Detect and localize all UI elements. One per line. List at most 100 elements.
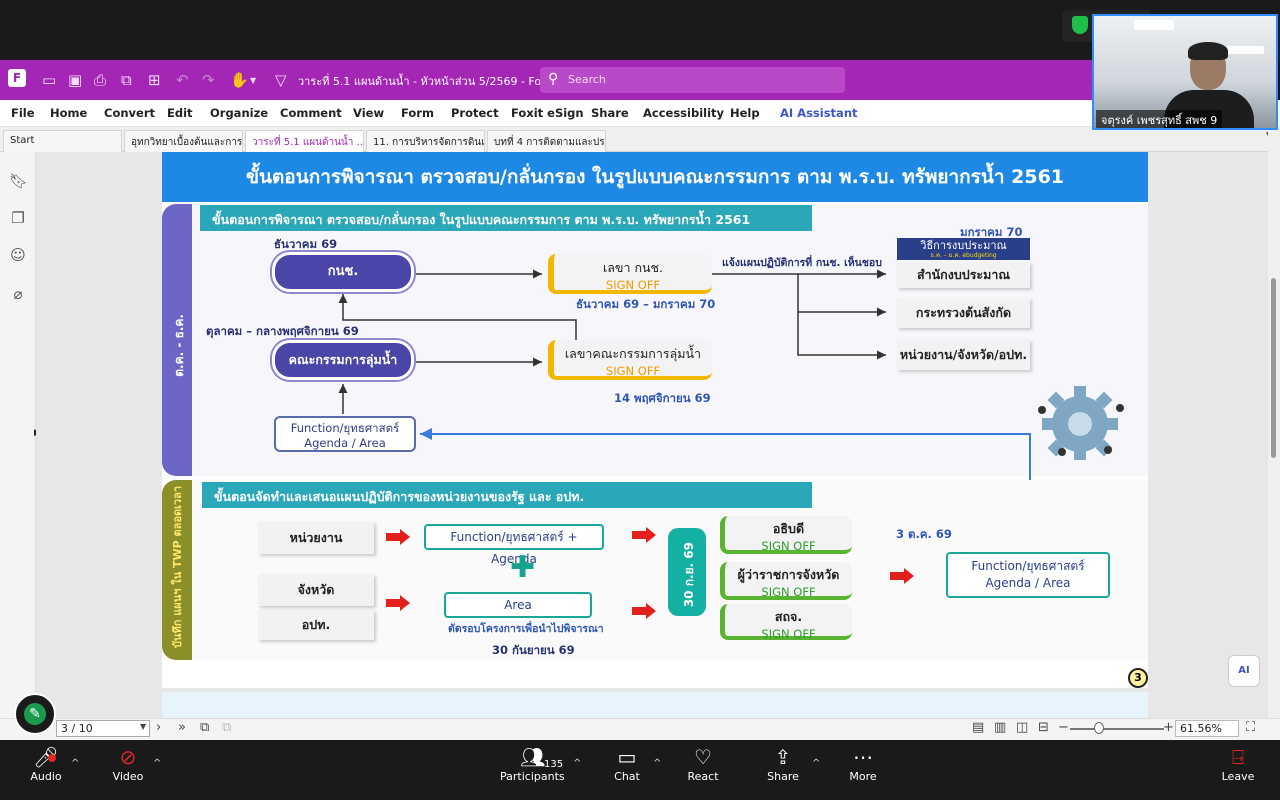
red-arrow-icon [890,568,914,584]
next-page-icon[interactable]: › [156,720,162,735]
menu-organize[interactable]: Organize [210,106,269,120]
menu-file[interactable]: File [11,106,35,120]
extract-page-icon[interactable]: ⧉ [222,720,232,735]
area-box: Area [444,592,592,618]
hand-tool-icon[interactable]: ✋ [230,71,249,89]
open-folder-icon[interactable]: ▭ [42,71,57,89]
basin-secretary-label: เลขาคณะกรรมการลุ่มน้ำ [564,346,702,361]
menu-edit[interactable]: Edit [167,106,193,120]
participant-hair [1188,42,1228,60]
comments-icon[interactable]: ☺ [10,246,26,264]
nwc-committee-pill: กนช. [272,252,414,292]
director-general-box: อธิบดี SIGN OFF [720,516,852,554]
deadline-date: 30 ก.ย. 69 [682,542,696,608]
zoom-level-input[interactable]: 61.56% [1175,720,1239,737]
filter-icon[interactable]: ▽ [275,71,287,89]
react-button[interactable]: ♡ React [684,744,722,783]
tab-start[interactable]: Start [3,130,122,152]
leave-button[interactable]: ⍈ Leave [1220,744,1256,783]
foxit-logo-icon[interactable]: F [8,69,26,87]
more-label: More [849,770,877,783]
last-page-icon[interactable]: » [178,720,186,735]
budget-method-title: วิธีการงบประมาณ [920,239,1007,252]
continuous-facing-icon[interactable]: ⊟ [1038,720,1049,735]
share-caret-icon[interactable]: ^ [812,758,821,769]
tab-water-plan[interactable]: วาระที่ 5.1 แผนด้านน้ำ ... [245,130,364,152]
section2-side-label: บันทึก แผนฯ ใน TWP ตลอดเวลา [171,486,184,649]
menu-ai-assistant[interactable]: AI Assistant [780,106,858,120]
final-box-line1: Function/ยุทธศาสตร์ [971,559,1085,573]
audio-options-caret-icon[interactable]: ^ [71,758,80,769]
menu-help[interactable]: Help [730,106,760,120]
export-icon[interactable]: ⧉ [121,71,132,89]
video-options-caret-icon[interactable]: ^ [153,758,162,769]
chat-caret-icon[interactable]: ^ [653,758,662,769]
tab-hydrology[interactable]: อุทกวิทยาเบื้องต้นและการวิเ... [124,130,243,152]
participant-video-tile[interactable]: จตุรงค์ เพชรสุทธิ์ สพช 9 [1092,14,1278,130]
menu-protect[interactable]: Protect [451,106,499,120]
red-arrow-icon [632,527,656,543]
tab-soil-management[interactable]: 11. การบริหารจัดการดินแล... [366,130,485,152]
menu-home[interactable]: Home [50,106,88,120]
menu-comment[interactable]: Comment [280,106,342,120]
annotation-pen-button[interactable]: ✎ [14,693,56,735]
search-placeholder: Search [568,73,606,86]
slide-page-number: 3 [1128,668,1148,688]
ai-assistant-button[interactable]: AI [1228,655,1260,687]
area-note: ตัดรอบโครงการเพื่อนำไปพิจารณา [448,623,604,635]
date-january: มกราคม 70 [960,225,1023,239]
search-box[interactable]: ⚲ Search [540,67,845,93]
copy-page-icon[interactable]: ⧉ [200,720,210,735]
attachment-icon[interactable]: ⌀ [13,285,23,303]
audio-button[interactable]: 🎤︎ Audio [28,744,64,783]
menu-form[interactable]: Form [401,106,434,120]
bookmark-icon[interactable]: 🔖︎ [9,172,29,190]
page-dropdown-icon[interactable]: ▼ [140,722,147,731]
zoom-out-icon[interactable]: − [1058,720,1069,735]
video-button[interactable]: ⊘ Video [110,744,146,783]
more-icon: ⋯ [853,745,873,769]
zoom-in-icon[interactable]: + [1163,720,1174,735]
scrollbar-thumb[interactable] [1271,278,1276,458]
section1-side-bar: ต.ค. - ธ.ค. [162,204,192,476]
new-page-icon[interactable]: ⊞ [148,71,161,89]
audio-label: Audio [30,770,62,783]
plus-icon: ✚ [510,550,536,585]
menu-share[interactable]: Share [591,106,629,120]
single-page-icon[interactable]: ▤ [972,720,985,735]
zoom-slider-thumb[interactable] [1094,722,1104,734]
vertical-scrollbar[interactable] [1268,128,1280,718]
leave-label: Leave [1221,770,1255,783]
ceiling-light [1224,46,1264,54]
leave-door-icon: ⍈ [1232,745,1244,769]
page-number-input[interactable]: 3 / 10 [56,720,150,737]
share-button[interactable]: ⇪ Share [764,744,802,783]
nwc-secretary-signoff: SIGN OFF [605,278,661,292]
red-arrow-icon [632,603,656,619]
facing-page-icon[interactable]: ◫ [1016,720,1029,735]
undo-icon[interactable]: ↶ [176,71,189,89]
participants-caret-icon[interactable]: ^ [573,758,582,769]
foxit-title-bar: F ▭ ▣ ⎙ ⧉ ⊞ ↶ ↷ ✋ ▼ ▽ วาระที่ 5.1 แผนด้า… [0,60,1092,100]
participants-button[interactable]: 👥︎ Participants [500,744,565,783]
tab-chapter4[interactable]: บทที่ 4 การติดตามและประ... [487,130,606,152]
menu-foxit-esign[interactable]: Foxit eSign [511,106,584,120]
zoom-slider[interactable] [1070,728,1164,730]
pdf-page: ขั้นตอนการพิจารณา ตรวจสอบ/กลั่นกรอง ในรู… [162,152,1148,688]
more-button[interactable]: ⋯ More [846,744,880,783]
print-icon[interactable]: ⎙ [94,71,107,89]
chat-button[interactable]: ▭ Chat [610,744,644,783]
pdf-status-bar [0,718,1280,740]
menu-convert[interactable]: Convert [104,106,155,120]
pages-icon[interactable]: ❐ [11,209,25,227]
redo-icon[interactable]: ↷ [202,71,215,89]
date-september: 30 กันยายน 69 [492,643,575,657]
continuous-page-icon[interactable]: ▥ [994,720,1007,735]
fullscreen-icon[interactable]: ⛶ [1246,720,1256,735]
menu-view[interactable]: View [353,106,385,120]
section2-header: ขั้นตอนจัดทำและเสนอแผนปฏิบัติการของหน่วย… [202,482,812,508]
chevron-down-icon[interactable]: ▼ [250,76,257,85]
menu-accessibility[interactable]: Accessibility [643,106,725,120]
save-icon[interactable]: ▣ [68,71,83,89]
